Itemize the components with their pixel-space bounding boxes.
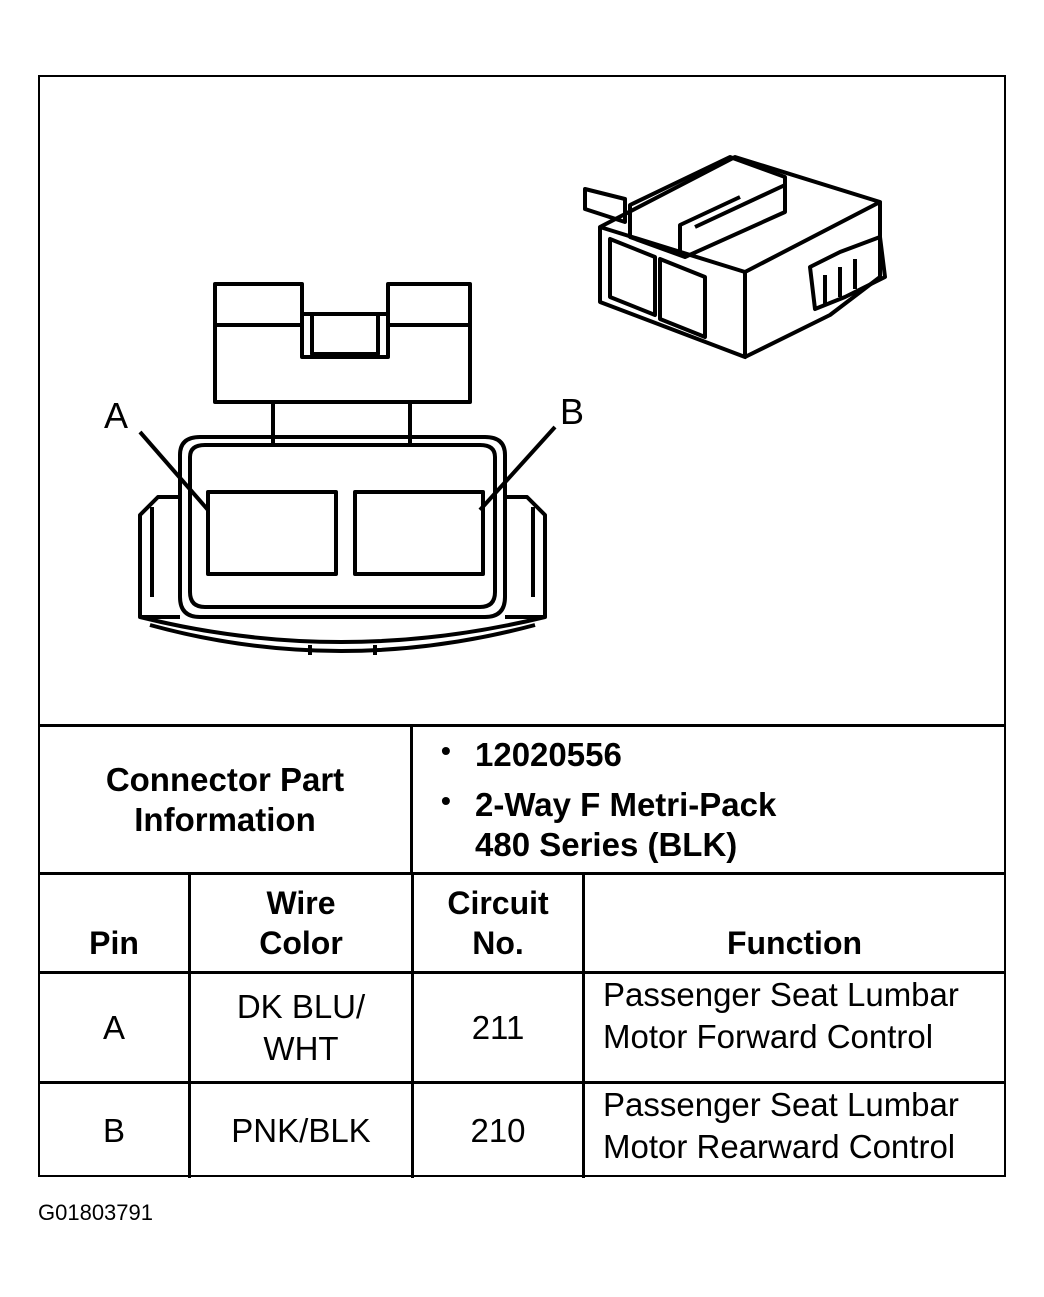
header-function: Function <box>726 925 863 961</box>
header-circuit-no: Circuit No. <box>414 875 585 971</box>
bullet-icon: • <box>441 735 451 766</box>
connector-info-values: • 12020556 • 2-Way F Metri-Pack 480 Seri… <box>413 727 1004 872</box>
figure-id: G01803791 <box>38 1200 153 1225</box>
connector-face-drawing <box>138 155 887 655</box>
bullet-icon: • <box>441 785 451 816</box>
connector-type: 2-Way F Metri-Pack <box>475 786 777 823</box>
header-wire-color: Wire Color <box>191 875 414 971</box>
pin-a-label: A <box>104 395 129 436</box>
connector-part-information: Connector Part Information • 12020556 • … <box>40 724 1004 872</box>
function-cell: Passenger Seat Lumbar Motor Forward Cont… <box>603 976 959 1055</box>
pin-cell: B <box>40 1084 191 1178</box>
pin-cell: A <box>40 974 191 1081</box>
pinout-table: Pin Wire Color Circuit No. Function A DK… <box>40 872 1004 1178</box>
table-row: B PNK/BLK 210 Passenger Seat Lumbar Moto… <box>40 1081 1004 1178</box>
connector-illustration: A B <box>40 77 1004 724</box>
function-cell: Passenger Seat Lumbar Motor Rearward Con… <box>603 1086 959 1165</box>
connector-info-label: Connector Part Information <box>105 760 345 838</box>
table-row: A DK BLU/ WHT 211 Passenger Seat Lumbar … <box>40 971 1004 1081</box>
wire-color-cell: PNK/BLK <box>191 1084 414 1178</box>
part-number: 12020556 <box>475 736 622 773</box>
connector-info-label-cell: Connector Part Information <box>40 727 413 872</box>
table-header-row: Pin Wire Color Circuit No. Function <box>40 875 1004 971</box>
pin-b-label: B <box>560 391 585 432</box>
wire-color-cell: DK BLU/ WHT <box>191 974 414 1081</box>
connector-series: 480 Series (BLK) <box>475 826 738 863</box>
header-pin: Pin <box>40 875 191 971</box>
connector-diagram-frame: A B Connector Part Information • 1202055… <box>38 75 1006 1178</box>
circuit-cell: 210 <box>414 1084 585 1178</box>
circuit-cell: 211 <box>414 974 585 1081</box>
